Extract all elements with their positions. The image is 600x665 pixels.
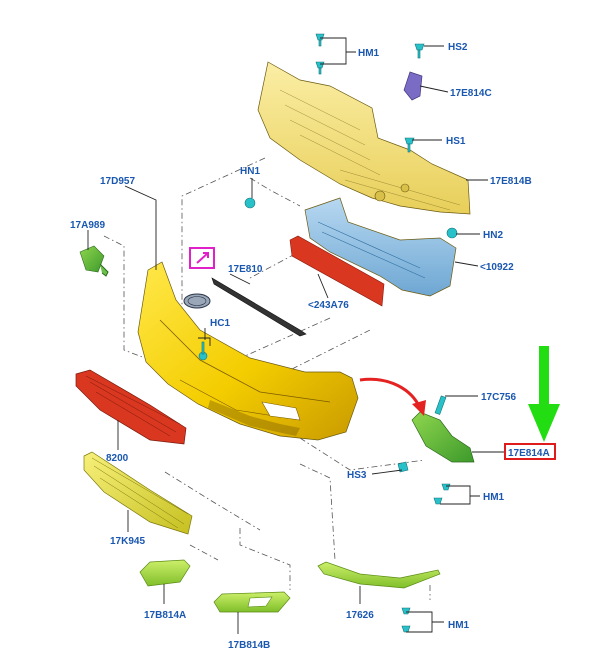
lower-grille-yellow bbox=[83, 451, 193, 535]
label-17e814c[interactable]: 17E814C bbox=[450, 88, 492, 99]
clip-hc1 bbox=[198, 341, 208, 361]
label-hn2[interactable]: HN2 bbox=[483, 230, 503, 241]
label-17e810[interactable]: 17E810 bbox=[228, 264, 263, 275]
label-hm1-right[interactable]: HM1 bbox=[483, 492, 505, 503]
clip-hm1-bottom-a bbox=[401, 607, 411, 615]
clip-hm1-right-b bbox=[433, 497, 443, 505]
purple-bracket bbox=[403, 71, 423, 101]
left-bracket bbox=[79, 245, 109, 277]
label-17b814a[interactable]: 17B814A bbox=[144, 610, 186, 621]
green-down-arrow bbox=[528, 346, 560, 442]
label-17c756[interactable]: 17C756 bbox=[481, 392, 516, 403]
side-bracket bbox=[411, 411, 475, 463]
clip-hs3 bbox=[397, 461, 409, 473]
clip-hs2 bbox=[414, 43, 425, 59]
clip-hm1-top-b bbox=[315, 61, 325, 75]
energy-absorber bbox=[289, 235, 385, 307]
label-17d957[interactable]: 17D957 bbox=[100, 176, 135, 187]
fog-trim-right bbox=[213, 591, 291, 613]
fog-trim-left bbox=[139, 559, 191, 587]
lower-grille-red bbox=[75, 369, 187, 445]
label-243a76[interactable]: <243A76 bbox=[308, 300, 349, 311]
clips bbox=[198, 33, 458, 633]
red-curved-arrow bbox=[359, 377, 426, 416]
clip-hm1-top-a bbox=[315, 33, 325, 47]
seal-strip bbox=[211, 277, 307, 337]
clip-hn1 bbox=[244, 197, 256, 209]
label-17e814a[interactable]: 17E814A bbox=[508, 448, 550, 459]
arrow-up-right-icon[interactable] bbox=[189, 247, 215, 269]
clip-hn2 bbox=[446, 227, 458, 239]
label-hc1[interactable]: HC1 bbox=[210, 318, 230, 329]
label-17626[interactable]: 17626 bbox=[346, 610, 374, 621]
label-hs2[interactable]: HS2 bbox=[448, 42, 468, 53]
label-17k945[interactable]: 17K945 bbox=[110, 536, 145, 547]
label-hm1-top[interactable]: HM1 bbox=[358, 48, 380, 59]
label-8200[interactable]: 8200 bbox=[106, 453, 129, 464]
bumper-beam bbox=[304, 197, 457, 297]
highlight-box bbox=[504, 443, 556, 460]
part-labels: HM1 HS2 17E814C HS1 17E814B HN1 HN2 17D9… bbox=[70, 42, 550, 651]
upper-reinforcement bbox=[257, 61, 471, 215]
label-hs3[interactable]: HS3 bbox=[347, 470, 367, 481]
ford-oval-icon bbox=[183, 293, 211, 309]
label-hs1[interactable]: HS1 bbox=[446, 136, 466, 147]
leader-lines bbox=[87, 37, 505, 634]
clip-hm1-bottom-b bbox=[401, 625, 411, 633]
label-10922[interactable]: <10922 bbox=[480, 262, 514, 273]
label-17e814b[interactable]: 17E814B bbox=[490, 176, 532, 187]
label-hm1-bottom[interactable]: HM1 bbox=[448, 620, 470, 631]
label-17a989[interactable]: 17A989 bbox=[70, 220, 105, 231]
clip-hm1-right-a bbox=[441, 483, 451, 491]
clip-hs1 bbox=[404, 137, 415, 153]
bumper-cover bbox=[137, 261, 359, 441]
label-hn1[interactable]: HN1 bbox=[240, 166, 260, 177]
lower-lip-spoiler bbox=[317, 561, 441, 589]
label-17b814b[interactable]: 17B814B bbox=[228, 640, 270, 651]
clip-17c756 bbox=[434, 395, 447, 415]
